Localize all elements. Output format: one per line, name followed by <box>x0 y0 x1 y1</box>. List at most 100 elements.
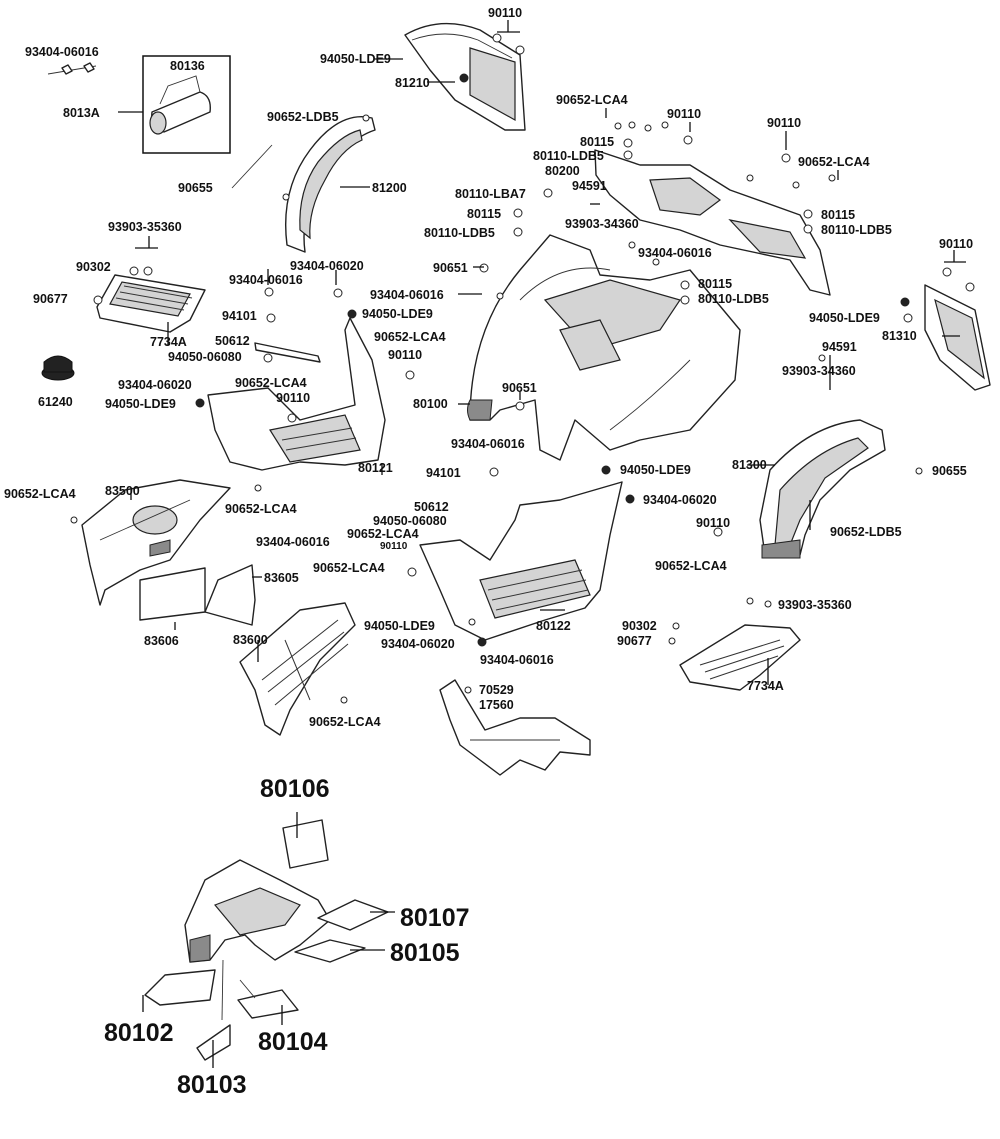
label-90110-f: 90110 <box>276 391 310 405</box>
part-80122-footwell <box>419 481 623 641</box>
label-93404-06016-f: 93404-06016 <box>256 535 330 549</box>
label-80200: 80200 <box>545 164 580 178</box>
label-90110-h: 90110 <box>696 516 730 530</box>
part-83500-skirt <box>81 479 231 606</box>
label-80115-a: 80115 <box>580 135 614 149</box>
part-80121-footwell <box>207 317 386 471</box>
label-80110-ldb5-d: 80110-LDB5 <box>698 292 769 306</box>
label-94050-06080-b: 94050-06080 <box>373 514 447 528</box>
label-80110-ldb5-a: 80110-LDB5 <box>533 149 604 163</box>
label-90110-g: 90110 <box>380 541 408 552</box>
label-94050-lde9-e: 94050-LDE9 <box>620 463 691 477</box>
part-83606-panel <box>139 567 206 621</box>
label-94591-a: 94591 <box>572 179 607 193</box>
label-80121: 80121 <box>358 461 393 475</box>
part-81300-fender <box>759 419 886 559</box>
label-90110-b: 90110 <box>667 107 701 121</box>
label-93404-06020-a: 93404-06020 <box>290 259 364 273</box>
leader-lines <box>118 20 966 1068</box>
label-81210: 81210 <box>395 76 430 90</box>
label-93404-06020-c: 93404-06020 <box>643 493 717 507</box>
fasteners <box>70 33 975 704</box>
label-94101-b: 94101 <box>426 466 461 480</box>
label-94050-lde9-b: 94050-LDE9 <box>362 307 433 321</box>
label-93404-06016-c: 93404-06016 <box>370 288 444 302</box>
label-94050-lde9-a: 94050-LDE9 <box>320 52 391 66</box>
label-93903-34360-b: 93903-34360 <box>782 364 856 378</box>
label-93404-06016-g: 93404-06016 <box>480 653 554 667</box>
label-90652-lca4-h: 90652-LCA4 <box>655 559 727 573</box>
part-61240-cap <box>41 355 75 381</box>
label-90302-a: 90302 <box>76 260 111 274</box>
label-17560: 17560 <box>479 698 514 712</box>
label-90110-e: 90110 <box>388 348 422 362</box>
part-81310-mudflap <box>924 284 991 391</box>
label-90652-lca4-j: 90652-LCA4 <box>309 715 381 729</box>
label-50612-a: 50612 <box>215 334 250 348</box>
label-90110-d: 90110 <box>939 237 973 251</box>
part-7734a-left <box>96 274 206 333</box>
label-90652-lca4-f: 90652-LCA4 <box>225 502 297 516</box>
label-80136: 80136 <box>170 59 205 73</box>
label-90652-lca4-i: 90652-LCA4 <box>313 561 385 575</box>
label-90302-b: 90302 <box>622 619 657 633</box>
label-94050-lde9-d: 94050-LDE9 <box>105 397 176 411</box>
label-90652-lca4-d: 90652-LCA4 <box>235 376 307 390</box>
label-90652-lca4-g: 90652-LCA4 <box>347 527 419 541</box>
label-83500: 83500 <box>105 484 140 498</box>
part-90655-cable <box>231 144 273 189</box>
label-80110-ldb5-c: 80110-LDB5 <box>821 223 892 237</box>
label-90655-b: 90655 <box>932 464 967 478</box>
label-90110-a: 90110 <box>488 6 522 20</box>
label-93404-06020-d: 93404-06020 <box>381 637 455 651</box>
part-83600-grate <box>239 602 356 736</box>
label-94101-a: 94101 <box>222 309 257 323</box>
part-81200-fender <box>284 116 376 253</box>
label-80105: 80105 <box>390 939 460 967</box>
label-7734a-a: 7734A <box>150 335 187 349</box>
label-90652-lca4-c: 90652-LCA4 <box>374 330 446 344</box>
label-83605: 83605 <box>264 571 299 585</box>
label-90677-a: 90677 <box>33 292 68 306</box>
part-17560-cover <box>439 679 591 776</box>
label-80115-d: 80115 <box>698 277 732 291</box>
part-7734a-right <box>679 624 801 691</box>
label-90677-b: 90677 <box>617 634 652 648</box>
label-61240: 61240 <box>38 395 73 409</box>
label-93404-06016-e: 93404-06016 <box>451 437 525 451</box>
label-80115-b: 80115 <box>467 207 501 221</box>
label-80110-ldb5-b: 80110-LDB5 <box>424 226 495 240</box>
label-80104: 80104 <box>258 1028 328 1056</box>
part-bolt-top-left <box>47 62 97 75</box>
part-80100-rear-body <box>467 234 741 461</box>
label-80100: 80100 <box>413 397 448 411</box>
label-80103: 80103 <box>177 1071 247 1099</box>
label-90110-c: 90110 <box>767 116 801 130</box>
label-7734a-b: 7734A <box>747 679 784 693</box>
label-8013a: 8013A <box>63 106 100 120</box>
label-80102: 80102 <box>104 1019 174 1047</box>
label-83600: 83600 <box>233 633 268 647</box>
label-80106: 80106 <box>260 775 330 803</box>
part-8013a-kit <box>142 55 231 154</box>
label-93404-06016-a: 93404-06016 <box>25 45 99 59</box>
label-81200: 81200 <box>372 181 407 195</box>
label-80115-c: 80115 <box>821 208 855 222</box>
label-80107: 80107 <box>400 904 470 932</box>
label-93903-35360-a: 93903-35360 <box>108 220 182 234</box>
label-90655-a: 90655 <box>178 181 213 195</box>
label-90651-a: 90651 <box>433 261 468 275</box>
label-94050-06080-a: 94050-06080 <box>168 350 242 364</box>
label-70529: 70529 <box>479 683 514 697</box>
part-80200-rack <box>594 149 831 296</box>
label-90651-b: 90651 <box>502 381 537 395</box>
label-93404-06020-b: 93404-06020 <box>118 378 192 392</box>
label-93903-34360-a: 93903-34360 <box>565 217 639 231</box>
label-94050-lde9-f: 94050-LDE9 <box>364 619 435 633</box>
label-50612-b: 50612 <box>414 500 449 514</box>
label-90652-ldb5-b: 90652-LDB5 <box>830 525 902 539</box>
label-90652-lca4-b: 90652-LCA4 <box>798 155 870 169</box>
label-90652-ldb5-a: 90652-LDB5 <box>267 110 339 124</box>
part-labels: 93404-06016 8013A 80136 94050-LDE9 81210… <box>4 6 973 1099</box>
